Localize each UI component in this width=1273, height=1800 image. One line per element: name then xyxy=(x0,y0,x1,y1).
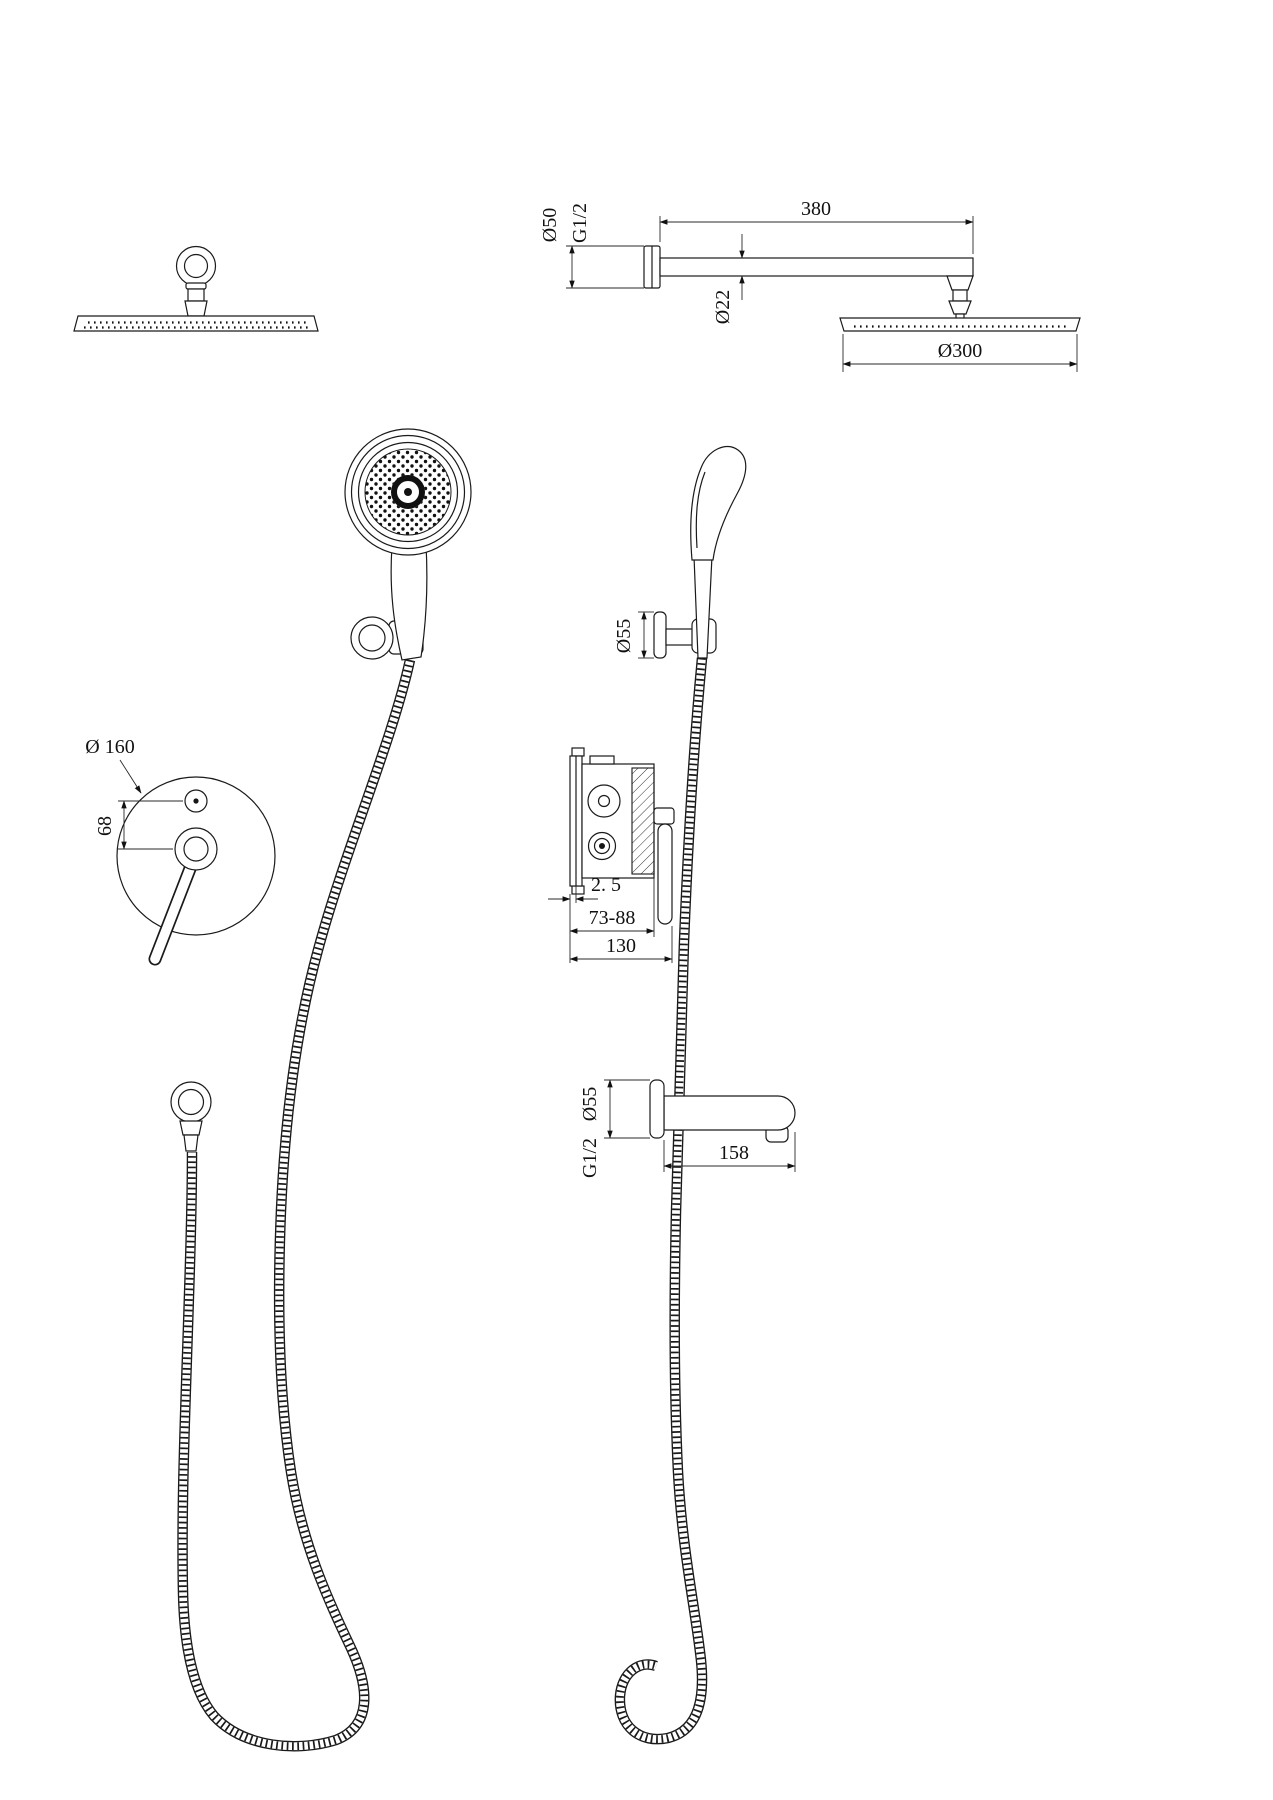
joint-flange xyxy=(184,300,208,317)
dim-rain-head-dia-label: Ø300 xyxy=(938,340,982,362)
valve-cartridge-dot xyxy=(599,843,605,849)
spray-center-ring xyxy=(391,475,425,509)
shower-arm xyxy=(659,257,974,277)
dim-arm-tube-dia: Ø22 xyxy=(712,234,745,324)
mixer-knob xyxy=(174,827,218,871)
mounting-tab xyxy=(571,747,585,757)
lever-pivot xyxy=(653,807,675,825)
valve-lever xyxy=(657,823,673,925)
dim-holder-dia-label: Ø55 xyxy=(613,619,635,653)
dim-depth-range: 73-88 xyxy=(569,878,655,937)
dim-arm-length-label: 380 xyxy=(801,198,831,220)
valve-port-upper xyxy=(587,784,621,818)
rain-head-slab-side xyxy=(839,317,1081,332)
head-face-line xyxy=(695,471,706,549)
wall-outlet-elbow xyxy=(170,1081,212,1152)
dim-arm-flange-dia: Ø50 G1/2 xyxy=(539,203,644,289)
arm-nut xyxy=(946,275,974,291)
head-face-rim xyxy=(357,441,459,543)
dim-body-width-label: 130 xyxy=(606,935,636,957)
head-rim xyxy=(350,434,466,550)
hand-shower-handle xyxy=(390,543,428,661)
joint-neck xyxy=(187,288,205,302)
valve-hatched-block xyxy=(631,767,655,875)
valve-top-port xyxy=(589,755,615,765)
hose-collar xyxy=(183,1134,199,1152)
mixer-front-view: Ø 160 68 xyxy=(85,736,276,966)
leader-line xyxy=(119,759,142,794)
outlet-nut xyxy=(179,1120,203,1136)
spout-body xyxy=(663,1095,796,1131)
dim-arm-flange-dia-label: Ø50 xyxy=(539,208,561,242)
dim-arm-length: 380 xyxy=(659,198,974,254)
dim-mixer-handle-offset: 68 xyxy=(94,800,183,850)
bracket-wall-flange xyxy=(653,611,667,659)
holder-ring-inner xyxy=(358,624,386,652)
dim-body-width: 130 xyxy=(569,926,673,963)
rain-head-front-view xyxy=(73,245,319,332)
ball-joint-ring-inner xyxy=(183,253,209,279)
dim-plate-thickness-label: 2. 5 xyxy=(591,874,621,896)
joint-collar xyxy=(185,282,207,290)
mixer-lever xyxy=(150,856,198,964)
arm-side-view: 380 Ø50 G1/2 Ø22 Ø300 xyxy=(539,198,1081,372)
dim-depth-range-label: 73-88 xyxy=(589,907,636,929)
dim-spout-length: 158 xyxy=(663,1132,796,1172)
dim-mixer-handle-offset-label: 68 xyxy=(94,816,116,836)
mixer-valve-side: 2. 5 73-88 130 xyxy=(548,747,675,963)
dim-spout-dia-label: Ø55 xyxy=(579,1087,601,1121)
mixer-knob-inner xyxy=(183,836,209,862)
spray-center-dot xyxy=(404,488,412,496)
mounting-tab xyxy=(571,885,585,895)
dim-spout-length-label: 158 xyxy=(719,1142,749,1164)
valve-cartridge-inner xyxy=(593,837,611,855)
tub-spout-side: Ø55 G1/2 158 xyxy=(579,1079,796,1178)
hand-shower-front-view xyxy=(170,428,472,1746)
arm-stem xyxy=(952,289,968,302)
hand-shower-head-side xyxy=(690,445,747,561)
spout-wall-flange xyxy=(649,1079,665,1139)
valve-port-upper-inner xyxy=(597,794,611,808)
dim-arm-tube-dia-label: Ø22 xyxy=(712,290,734,324)
dim-rain-head-dia: Ø300 xyxy=(842,334,1078,372)
dim-holder-dia: Ø55 xyxy=(613,611,654,659)
dim-arm-thread-label: G1/2 xyxy=(569,203,591,243)
dim-spout-dia: Ø55 G1/2 xyxy=(579,1079,650,1178)
diverter-knob-dot xyxy=(193,798,199,804)
dim-mixer-plate-dia: Ø 160 xyxy=(85,736,142,794)
assembly-side-view: Ø55 2. 5 xyxy=(548,445,796,1739)
outlet-flange-inner xyxy=(177,1088,205,1116)
dim-spout-thread-label: G1/2 xyxy=(579,1138,601,1178)
ball-nut xyxy=(948,300,972,315)
dim-mixer-plate-dia-label: Ø 160 xyxy=(85,736,134,758)
